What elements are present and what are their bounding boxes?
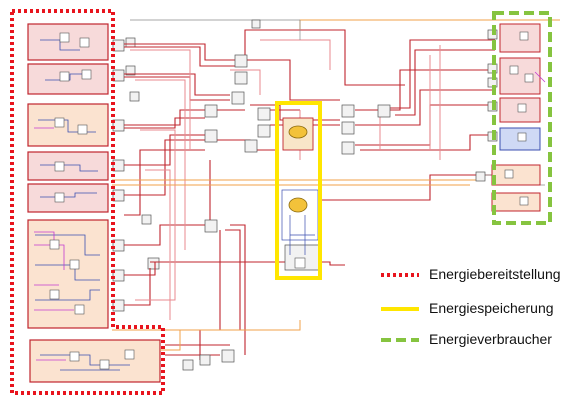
supply-module-4 <box>28 152 108 180</box>
legend-label-supply: Energiebereitstellung <box>429 266 561 282</box>
storage-tank-icon <box>289 126 307 138</box>
legend-label-storage: Energiespeicherung <box>429 300 554 316</box>
consumer-modules <box>476 24 545 211</box>
signal-wiring <box>130 20 545 185</box>
consumer-module-5 <box>492 165 540 185</box>
distribution-nodes-left <box>113 38 159 311</box>
consumer-module-6 <box>492 193 540 211</box>
consumer-module-2 <box>500 58 540 94</box>
legend <box>381 275 419 340</box>
junction-nodes <box>183 20 390 370</box>
legend-label-consumer: Energieverbraucher <box>429 331 552 347</box>
supply-module-6 <box>28 220 108 328</box>
storage-tank-icon <box>289 198 307 212</box>
supply-module-5 <box>28 184 108 212</box>
supply-module-7 <box>30 340 160 382</box>
storage-block <box>282 118 320 270</box>
